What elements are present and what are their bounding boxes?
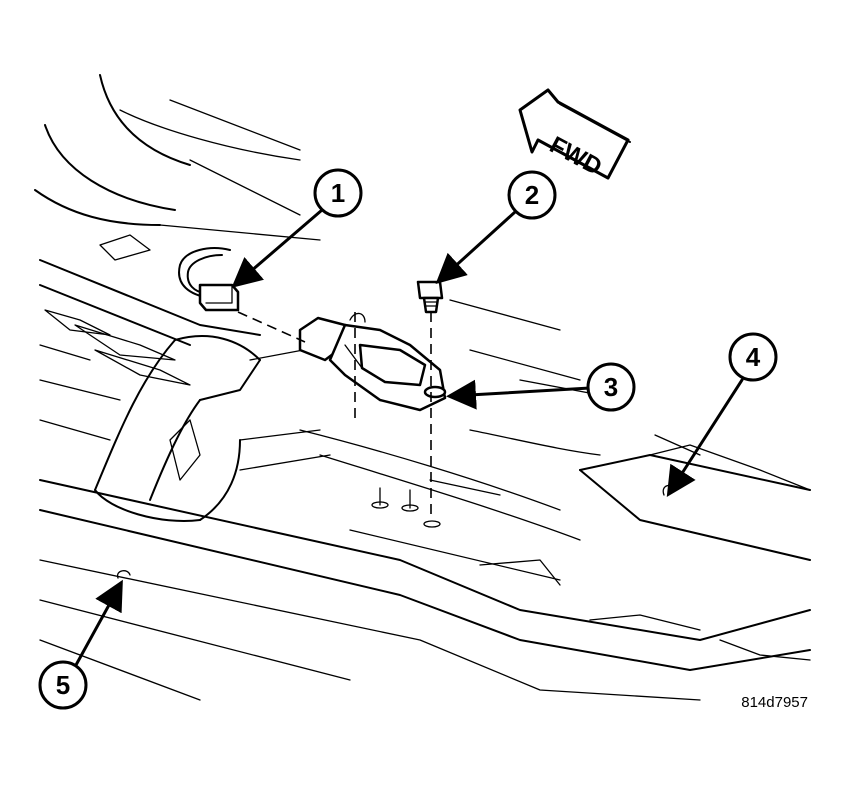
leader-arrow-3	[446, 379, 592, 410]
wiring-harness-connector	[178, 247, 240, 312]
callout-5: 5	[38, 660, 88, 710]
fwd-label: FWD	[545, 131, 606, 180]
callout-5-number: 5	[56, 670, 70, 700]
alignment-lines	[237, 311, 432, 520]
fwd-direction-arrow: FWD	[518, 88, 631, 181]
leader-arrow-2	[435, 210, 517, 285]
callout-4-number: 4	[746, 342, 761, 372]
callout-1-number: 1	[331, 178, 345, 208]
callout-leader-arrows	[74, 208, 744, 667]
sensor-module	[298, 312, 447, 412]
figure-id: 814d7957	[741, 694, 808, 711]
leader-arrow-4	[666, 378, 744, 498]
callout-3: 3	[586, 362, 636, 412]
mounting-bolt	[416, 280, 444, 314]
leader-arrow-5	[74, 579, 123, 667]
callout-2-number: 2	[525, 180, 539, 210]
callout-3-number: 3	[604, 372, 618, 402]
leader-arrow-1	[231, 208, 324, 288]
callout-1: 1	[313, 168, 363, 218]
callout-2: 2	[507, 170, 557, 220]
vehicle-floor-structure	[34, 74, 811, 701]
callout-4: 4	[728, 332, 778, 382]
